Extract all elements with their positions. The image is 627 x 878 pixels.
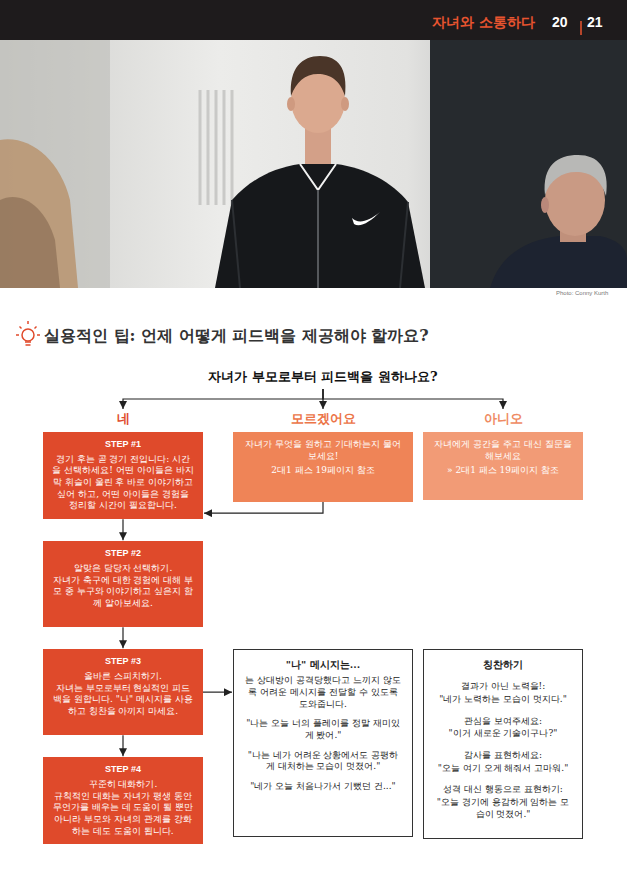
process-box: 아니오자녀에게 공간을 주고 대신 질문을 해보세요 » 2대1 패스 19페이지… (423, 410, 583, 500)
box-text: 자녀가 무엇을 원하고 기대하는지 물어보세요! (242, 439, 404, 462)
box-panel: 자녀에게 공간을 주고 대신 질문을 해보세요 » 2대1 패스 19페이지 참조 (423, 432, 583, 500)
lightbulb-icon (16, 321, 40, 345)
box-text: » 2대1 패스 19페이지 참조 (432, 465, 574, 477)
box-panel: STEP #2 알맞은 담당자 선택하기.자녀가 축구에 대한 경험에 대해 부모… (43, 541, 203, 627)
box-text: 는 상대방이 공격당했다고 느끼지 않도록 어려운 메시지를 전달할 수 있도록… (244, 675, 402, 710)
box-text: 규칙적인 대화는 자녀가 평생 동안 무언가를 배우는 데 도움이 될 뿐만 아… (52, 791, 194, 838)
box-text: 경기 후는 곧 경기 전입니다: 시간을 선택하세요! 어떤 아이들은 바지막 … (52, 454, 194, 512)
photo (0, 40, 627, 288)
step-number: STEP #3 (52, 656, 194, 668)
box-text: "나는 네가 어려운 상황에서도 공평하게 대처하는 모습이 멋졌어." (244, 750, 402, 773)
box-panel: STEP #1 경기 후는 곧 경기 전입니다: 시간을 선택하세요! 어떤 아이… (43, 432, 203, 519)
box-text: "이거 새로운 기술이구나?" (434, 728, 572, 740)
box-text: 2대1 패스 19페이지 참조 (242, 465, 404, 477)
branch-heading: 모르겠어요 (233, 410, 413, 432)
box-text: 성격 대신 행동으로 표현하기: (434, 784, 572, 796)
box-panel: "나" 메시지는... 는 상대방이 공격당했다고 느끼지 않도록 어려운 메시지… (233, 649, 413, 837)
page-separator (580, 21, 582, 35)
process-box: STEP #2 알맞은 담당자 선택하기.자녀가 축구에 대한 경험에 대해 부모… (43, 541, 203, 627)
question-text: 자녀가 부모로부터 피드백을 원하나요? (158, 368, 488, 386)
process-box: 모르겠어요자녀가 무엇을 원하고 기대하는지 물어보세요! 2대1 패스 19페이… (233, 410, 413, 502)
flow-arrow (204, 502, 323, 513)
flow-arrow (122, 519, 123, 540)
header-band (0, 0, 627, 40)
box-heading: "나" 메시지는... (244, 658, 402, 671)
process-box: 네 STEP #1 경기 후는 곧 경기 전입니다: 시간을 선택하세요! 어떤 아… (43, 410, 203, 519)
box-text: "오늘 경기에 용감하게 임하는 모습이 멋졌어." (434, 797, 572, 820)
box-text: 올바른 스피치하기. (52, 671, 194, 683)
box-panel: 자녀가 무엇을 원하고 기대하는지 물어보세요! 2대1 패스 19페이지 참조 (233, 432, 413, 502)
page-heading: 실용적인 팁: 언제 어떻게 피드백을 제공해야 할까요? (44, 326, 429, 347)
box-text: 자녀가 축구에 대한 경험에 대해 부모 중 누구와 이야기하고 싶은지 함께 … (52, 575, 194, 610)
step-number: STEP #1 (52, 439, 194, 451)
photo-credit: Photo: Conny Kurth (556, 290, 608, 296)
box-text: 자녀에게 공간을 주고 대신 질문을 해보세요 (432, 439, 574, 462)
flow-arrow (122, 627, 123, 648)
box-text: 관심을 보여주세요: (434, 716, 572, 728)
box-text: "네가 노력하는 모습이 멋지다." (434, 694, 572, 706)
box-text: 자녀는 부모로부터 현실적인 피드백을 원합니다. "나" 메시지를 사용하고 … (52, 683, 194, 718)
flow-arrow (203, 692, 232, 693)
flow-arrow (122, 735, 123, 756)
process-box: STEP #3 올바른 스피치하기.자녀는 부모로부터 현실적인 피드백을 원합니… (43, 649, 203, 735)
box-panel: 칭찬하기결과가 아닌 노력을!:"네가 노력하는 모습이 멋지다." 관심을 보여… (423, 649, 583, 839)
box-text: "네가 오늘 처음나가서 기뻤던 건..." (244, 781, 402, 793)
box-panel: STEP #4 꾸준히 대화하기.규칙적인 대화는 자녀가 평생 동안 무언가를 … (43, 757, 203, 844)
box-text: "오늘 여기 오게 해줘서 고마워." (434, 763, 572, 775)
process-box: STEP #4 꾸준히 대화하기.규칙적인 대화는 자녀가 평생 동안 무언가를 … (43, 757, 203, 844)
note-box: "나" 메시지는... 는 상대방이 공격당했다고 느끼지 않도록 어려운 메시지… (233, 649, 413, 837)
question-node: 자녀가 부모로부터 피드백을 원하나요? (158, 368, 488, 386)
page-number: 21 (587, 14, 603, 30)
flow-arrow (323, 389, 503, 409)
flow-arrow (123, 389, 323, 409)
box-text: 결과가 아닌 노력을!: (434, 681, 572, 693)
box-text: "나는 오늘 너의 플레이를 정말 재미있게 봤어." (244, 718, 402, 741)
step-number: STEP #4 (52, 764, 194, 776)
box-text: 알맞은 담당자 선택하기. (52, 563, 194, 575)
box-heading: 칭찬하기 (434, 658, 572, 671)
box-text: 감사를 표현하세요: (434, 750, 572, 762)
page-number: 20 (552, 14, 568, 30)
branch-heading: 네 (43, 410, 203, 432)
section-title: 자녀와 소통하다 (432, 14, 535, 32)
note-box: 칭찬하기결과가 아닌 노력을!:"네가 노력하는 모습이 멋지다." 관심을 보여… (423, 649, 583, 839)
step-number: STEP #2 (52, 548, 194, 560)
branch-heading: 아니오 (423, 410, 583, 432)
box-text: 꾸준히 대화하기. (52, 779, 194, 791)
box-panel: STEP #3 올바른 스피치하기.자녀는 부모로부터 현실적인 피드백을 원합니… (43, 649, 203, 735)
